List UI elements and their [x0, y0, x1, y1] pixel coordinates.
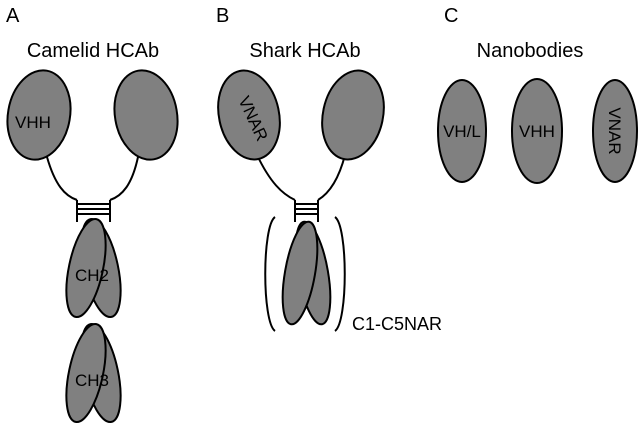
camelid-vhh-label: VHH: [15, 113, 51, 132]
camelid-hinge: [76, 200, 111, 222]
panel-b-letter: B: [216, 5, 229, 27]
nanobody-vhh-label: VHH: [519, 122, 555, 141]
shark-vnar-right: [321, 69, 385, 161]
camelid-ch2-left: [65, 217, 107, 319]
panel-c-title: Nanobodies: [477, 40, 584, 62]
panel-c: C Nanobodies VH/L VHH VNAR: [437, 5, 638, 184]
shark-hinge: [294, 200, 319, 222]
panel-a-title: Camelid HCAb: [27, 40, 159, 62]
shark-right-bracket: [334, 216, 346, 332]
camelid-left-arm-line: [46, 156, 78, 201]
nanobody-vnar: [592, 79, 638, 183]
shark-c-domain-left: [281, 220, 319, 326]
camelid-ch3-left: [65, 322, 107, 424]
nanobody-vhh: [511, 78, 563, 184]
panel-a-letter: A: [6, 5, 20, 27]
camelid-vhh-left: [6, 69, 72, 161]
camelid-vhh-right: [113, 69, 179, 161]
nanobody-vhl: [437, 79, 487, 183]
shark-right-arm-line: [317, 154, 346, 201]
shark-left-bracket: [264, 216, 276, 332]
panel-b: B Shark HCAb VNAR C1-C5NAR: [216, 5, 442, 334]
shark-left-arm-line: [256, 154, 296, 201]
camelid-right-arm-line: [109, 156, 139, 201]
panel-c-letter: C: [444, 5, 458, 27]
nanobody-vhl-label: VH/L: [443, 122, 481, 141]
shark-constant-label: C1-C5NAR: [352, 314, 442, 334]
panel-b-title: Shark HCAb: [249, 40, 360, 62]
panel-a: A Camelid HCAb VHH CH2 CH3: [6, 5, 179, 424]
camelid-ch3-label: CH3: [75, 371, 109, 390]
nanobody-vnar-label: VNAR: [605, 107, 624, 154]
camelid-ch2-label: CH2: [75, 266, 109, 285]
shark-vnar-left: [217, 69, 281, 161]
